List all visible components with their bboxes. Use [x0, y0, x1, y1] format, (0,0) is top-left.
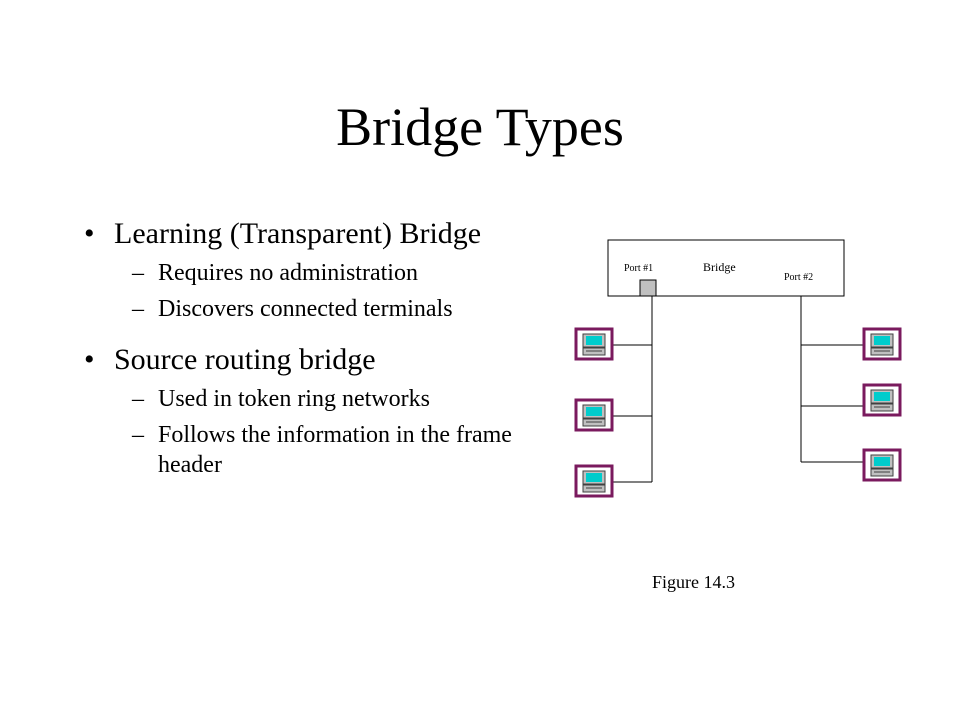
- dash-mark: –: [132, 422, 144, 448]
- dash-mark: –: [132, 386, 144, 412]
- computer-terminal-icon: [574, 398, 614, 432]
- computer-terminal-icon: [574, 464, 614, 498]
- slide-title: Bridge Types: [336, 97, 624, 157]
- sub-bullet: – Requires no administration: [84, 258, 524, 288]
- sub-bullet-text: Requires no administration: [158, 260, 418, 286]
- sub-bullet: – Discovers connected terminals: [84, 294, 524, 324]
- computer-terminal-icon: [862, 327, 902, 361]
- figure-caption: Figure 14.3: [652, 572, 735, 592]
- bullet-text: Source routing bridge: [114, 343, 376, 376]
- dash-mark: –: [132, 296, 144, 322]
- bullet-source-routing-bridge: • Source routing bridge: [84, 342, 524, 378]
- port1-connector: [639, 279, 657, 297]
- bridge-label: Bridge: [703, 260, 736, 274]
- port2-label: Port #2: [784, 272, 813, 283]
- bullet-list: • Learning (Transparent) Bridge – Requir…: [84, 216, 524, 480]
- bullet-mark: •: [84, 343, 95, 376]
- port1-label: Port #1: [624, 263, 653, 274]
- computer-terminal-icon: [574, 327, 614, 361]
- sub-bullet-text: Follows the information in the frame hea…: [158, 422, 512, 478]
- computer-terminal-icon: [862, 383, 902, 417]
- sub-bullet-text: Used in token ring networks: [158, 386, 430, 412]
- sub-bullet: – Follows the information in the frame h…: [84, 420, 524, 480]
- sub-bullet: – Used in token ring networks: [84, 384, 524, 414]
- computer-terminal-icon: [862, 448, 902, 482]
- dash-mark: –: [132, 260, 144, 286]
- sub-bullet-text: Discovers connected terminals: [158, 296, 453, 322]
- bullet-mark: •: [84, 217, 95, 250]
- bullet-learning-bridge: • Learning (Transparent) Bridge: [84, 216, 524, 252]
- bullet-text: Learning (Transparent) Bridge: [114, 217, 482, 250]
